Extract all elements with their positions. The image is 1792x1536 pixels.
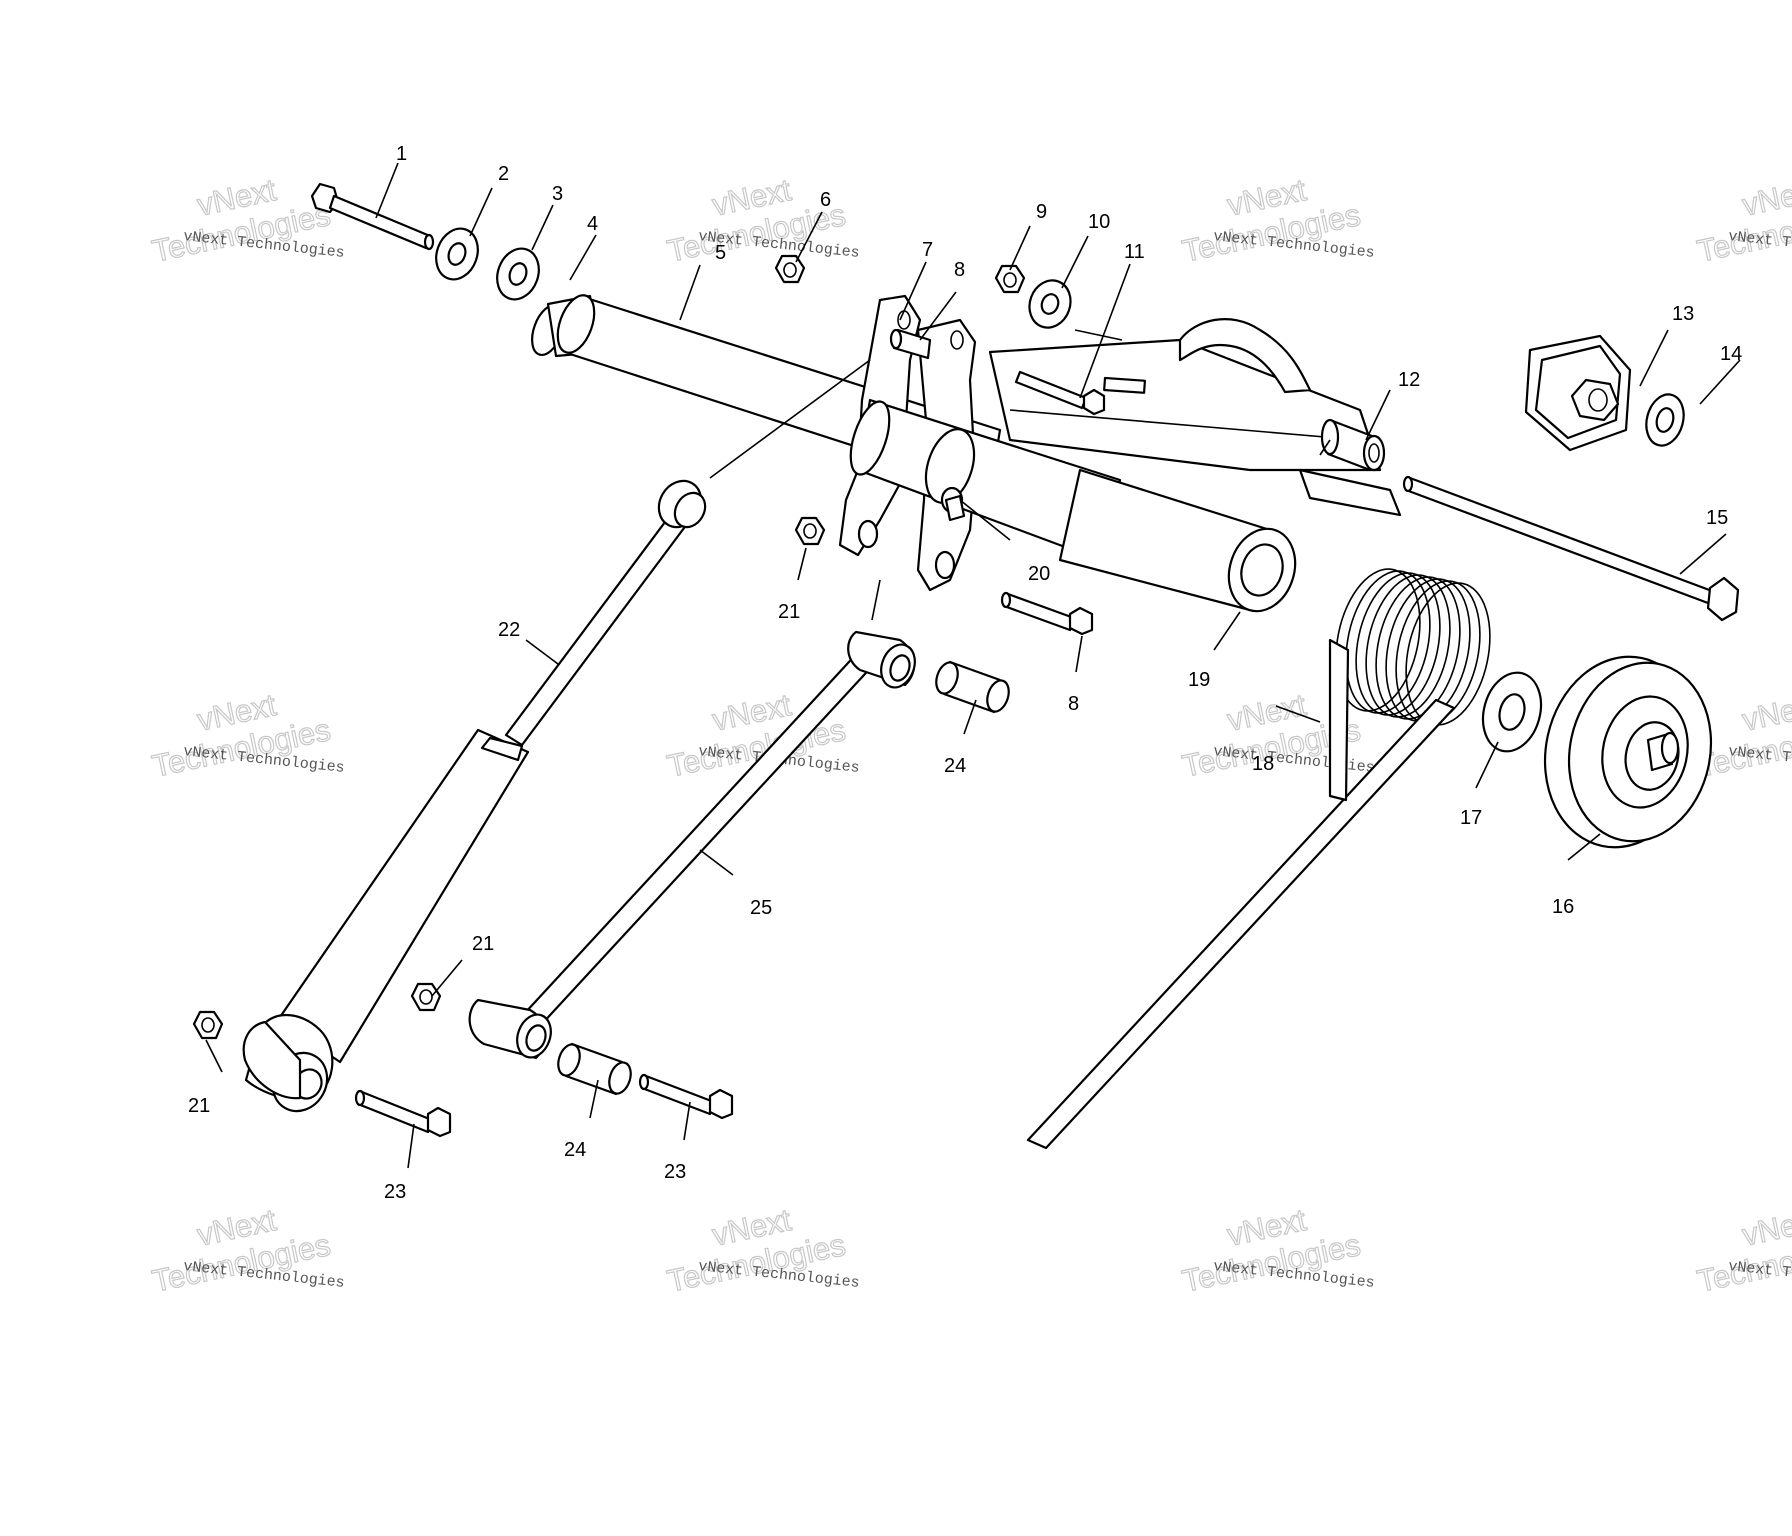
callout-5: 5 — [715, 242, 726, 264]
part-8-pin — [889, 328, 932, 360]
callout-2: 2 — [498, 163, 509, 185]
callout-8-lower: 8 — [1068, 693, 1079, 715]
callout-24-lower: 24 — [564, 1139, 586, 1161]
callout-4: 4 — [587, 213, 598, 235]
part-11-bolt — [1014, 370, 1106, 416]
part-21-nut-left — [192, 1010, 224, 1040]
part-21-nut-lower — [410, 982, 442, 1012]
callout-3: 3 — [552, 183, 563, 205]
spring-coil — [1355, 572, 1441, 716]
part-10-washer — [1028, 279, 1072, 329]
callout-15: 15 — [1706, 507, 1728, 529]
callout-18: 18 — [1252, 753, 1274, 775]
part-9-nut — [994, 264, 1026, 294]
part-21-nut-mid — [794, 516, 826, 546]
part-18-torsion-spring — [1026, 568, 1491, 1150]
part-15-bolt — [1402, 475, 1740, 622]
callout-21-lower: 21 — [472, 933, 494, 955]
parts-layer — [192, 182, 1740, 1150]
spring-coil — [1385, 578, 1471, 722]
part-16-idler-wheel — [1543, 655, 1713, 849]
callout-labels: 1 2 3 4 5 6 7 8 8 9 10 11 12 13 14 15 16… — [188, 143, 1742, 1203]
callout-1: 1 — [396, 143, 407, 165]
part-23-bolt-left — [354, 1089, 452, 1138]
part-23-bolt-right — [638, 1073, 734, 1120]
part-12-stub-shaft — [1320, 418, 1386, 472]
callout-17: 17 — [1460, 807, 1482, 829]
callout-19: 19 — [1188, 669, 1210, 691]
callout-8-top: 8 — [954, 259, 965, 281]
callout-23-right: 23 — [664, 1161, 686, 1183]
part-1-bolt — [310, 182, 435, 251]
callout-10: 10 — [1088, 211, 1110, 233]
part-25-link-arm — [468, 630, 916, 1060]
callout-23-left: 23 — [384, 1181, 406, 1203]
callout-14: 14 — [1720, 343, 1742, 365]
part-19-cross-shaft — [849, 398, 1297, 613]
callout-9: 9 — [1036, 201, 1047, 223]
part-22-shock-absorber — [242, 479, 707, 1113]
spring-coil — [1345, 570, 1431, 714]
leader-lines — [205, 162, 1741, 1169]
callout-21-left: 21 — [188, 1095, 210, 1117]
callout-25: 25 — [750, 897, 772, 919]
pivot-arm-frame — [988, 318, 1402, 517]
part-2-washer — [435, 227, 479, 281]
callout-6: 6 — [820, 189, 831, 211]
part-17-washer — [1481, 671, 1543, 753]
spring-coil — [1365, 574, 1451, 718]
callout-12: 12 — [1398, 369, 1420, 391]
part-14-washer — [1645, 393, 1685, 447]
part-3-washer — [496, 247, 540, 301]
part-8-bolt-lower — [1000, 591, 1094, 636]
callout-24-upper: 24 — [944, 755, 966, 777]
part-13-block — [1524, 334, 1632, 452]
spring-coil — [1375, 576, 1461, 720]
part-24-bushing-upper — [935, 660, 1010, 714]
callout-7: 7 — [922, 239, 933, 261]
callout-20: 20 — [1028, 563, 1050, 585]
spring-coil — [1335, 568, 1421, 712]
callout-16: 16 — [1552, 896, 1574, 918]
part-6-nut — [774, 254, 806, 284]
callout-13: 13 — [1672, 303, 1694, 325]
callout-11: 11 — [1124, 241, 1145, 263]
part-24-bushing-lower — [557, 1042, 632, 1096]
part-20-set-screw — [940, 486, 966, 522]
callout-21-mid: 21 — [778, 601, 800, 623]
callout-22: 22 — [498, 619, 520, 641]
